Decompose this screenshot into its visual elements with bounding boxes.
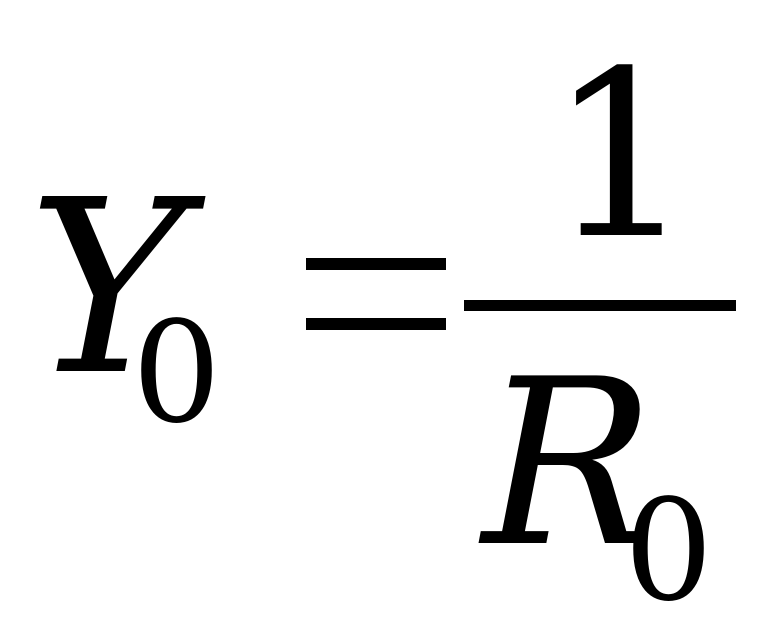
denominator-variable: R <box>482 331 656 598</box>
fraction-bar <box>464 300 736 311</box>
equals-bar-top <box>306 258 446 270</box>
lhs-subscript: 0 <box>132 292 222 455</box>
fraction-numerator: 1 <box>548 23 695 290</box>
lhs-variable: Y <box>28 148 187 428</box>
equals-bar-bottom <box>306 318 446 330</box>
denominator-subscript: 0 <box>624 470 714 633</box>
